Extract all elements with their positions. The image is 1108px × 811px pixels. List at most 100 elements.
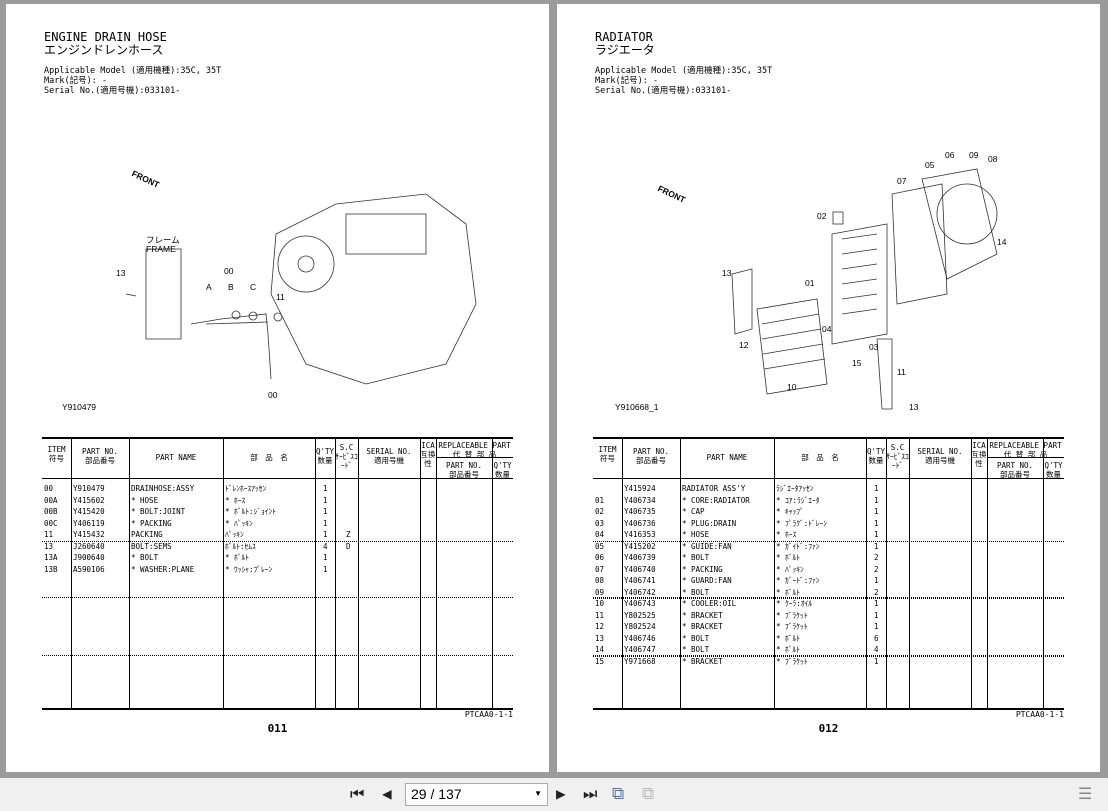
title-japanese: ラジエータ [595,43,655,57]
last-page-button[interactable]: ⏭ [583,784,598,803]
header-text: Q'TY [1044,461,1063,470]
catalog-code: PTCAA0-1-1 [1015,710,1064,719]
header-text-jp: 部品番号 [85,456,115,465]
diagram-drawing [125,193,477,385]
cell: 02 [595,507,605,516]
cell: 11 [595,610,605,620]
cell: 05 [595,541,605,551]
cell: 11 [44,530,54,539]
callout-label: 08 [988,154,998,164]
cell: 01 [595,495,605,505]
cell: 1 [874,495,879,505]
cell: 1 [874,530,879,539]
cell: * HOSE [682,530,710,539]
cell: 00B [44,507,58,516]
cell: 13A [44,553,58,562]
cell: 1 [874,484,879,493]
diagram-id: Y910668_1 [615,402,659,412]
page-number-value: 29 / 137 [411,786,462,802]
callout-label: 00 [224,266,234,276]
callout-label: 13 [116,268,126,278]
cell: 12 [595,622,605,631]
meta-line: Mark(記号): - [595,76,659,86]
cell: * ｶﾞｰﾄﾞ:ﾌｧﾝ [776,576,820,585]
cell: * ﾌﾞﾗｹｯﾄ [776,622,808,631]
cell: * BOLT [682,645,710,654]
callout-label: 09 [969,150,979,160]
header-text: S.C [890,443,905,452]
cell: A590106 [73,564,105,574]
cell: Y415432 [73,530,105,539]
cell: * ﾎﾞﾙﾄ [776,645,801,654]
cell: 00 [44,484,54,493]
first-page-button[interactable]: ⏮ [350,784,365,803]
header-text: ICA [972,441,986,450]
page-number-select[interactable]: 29 / 137 ▼ [405,783,548,806]
column-header-name: PART NAME [129,453,223,462]
cell: Y416353 [624,530,656,539]
callout-label: 07 [897,176,907,186]
meta-line: Applicable Model (適用機種):35C, 35T [595,66,773,76]
cell: 1 [323,553,328,562]
cell: 1 [323,530,328,539]
next-page-button[interactable]: ▶ [556,784,566,803]
cell: * ﾎﾞﾙﾄ [776,553,801,562]
cell: Y802525 [624,610,656,620]
cell: Y406735 [624,507,656,516]
header-text-jp: 代 替 部 品 [452,450,497,459]
cell: 15 [595,656,605,666]
cell: * PACKING [682,564,723,574]
callout-label: 12 [739,340,749,350]
cell: Y406742 [624,587,656,597]
prev-page-button[interactable]: ◀ [382,784,392,803]
header-text-jp: 数量 [1046,470,1061,479]
cell: * PACKING [131,518,172,528]
cell: 4 [323,541,328,551]
cell: Y415602 [73,495,105,505]
document-properties-icon[interactable]: ☰ [1078,784,1093,803]
cell: * GUARD:FAN [682,576,732,585]
dropdown-arrow-icon: ▼ [534,789,542,798]
go-back-view-icon[interactable]: ⧉ [612,784,625,804]
cell: * BRACKET [682,610,723,620]
cell: Y415420 [73,507,105,516]
cell: 00A [44,495,58,505]
cell: 1 [323,495,328,505]
cell: 1 [874,541,879,551]
header-text: Q'TY [493,461,512,470]
cell: 14 [595,645,605,654]
cell: Y406119 [73,518,105,528]
cell: Y406739 [624,553,656,562]
cell: * CORE:RADIATOR [682,495,750,505]
cell: Z [346,530,351,539]
header-text-jp: ｻｰﾋﾞｽｺｰﾄﾞ [886,452,909,470]
cell: Y910479 [73,484,105,493]
cell: Y802524 [624,622,656,631]
cell: Y406740 [624,564,656,574]
cell: Y415924 [624,484,656,493]
go-forward-view-icon[interactable]: ⧉ [642,784,655,804]
cell: J900640 [73,553,105,562]
callout-label: A [206,282,212,292]
cell: 6 [874,633,879,643]
header-text: SERIAL NO. [366,447,412,456]
title-english: ENGINE DRAIN HOSE [44,30,167,44]
cell: 03 [595,518,605,528]
cell: 10 [595,599,605,608]
callout-label: 00 [268,390,278,400]
